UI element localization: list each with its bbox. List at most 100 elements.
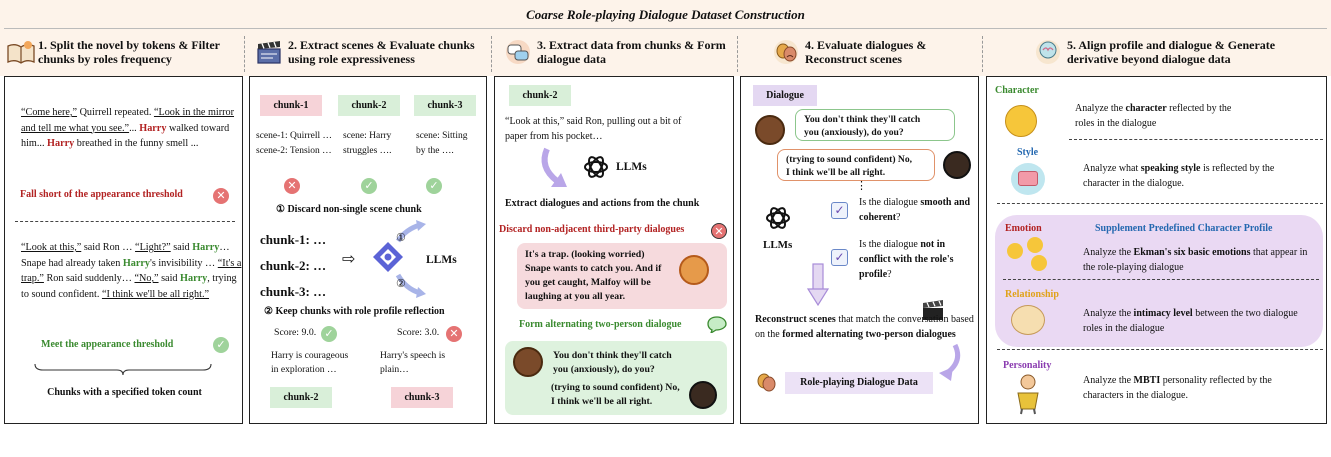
header-separator [244, 36, 245, 72]
personality-text: Analyze the MBTI personality reflected b… [1083, 375, 1272, 401]
relationship-text: Analyze the intimacy level between the t… [1083, 308, 1298, 334]
llms-label: LLMs [426, 254, 457, 266]
supplement-label: Supplement Predefined Character Profile [1095, 223, 1273, 234]
accept-icon: ✓ [426, 178, 442, 194]
step3-header: 3. Extract data from chunks & Form dialo… [537, 38, 726, 66]
personality-label: Personality [1003, 360, 1052, 371]
arrow-right-icon: ⇨ [342, 249, 356, 268]
harry-avatar [689, 381, 717, 409]
accept-icon: ✓ [213, 337, 229, 353]
header-banner [0, 0, 1331, 76]
person-icon [1017, 374, 1039, 415]
book-icon [7, 41, 35, 64]
extract-dialogues-label: Extract dialogues and actions from the c… [505, 198, 700, 209]
panel-evaluate-dialogues: Dialogue You don't think they'll catch y… [740, 76, 979, 424]
step4-header: 4. Evaluate dialogues & Reconstruct scen… [805, 38, 927, 66]
panel-extract-dialogue: chunk-2 “Look at this,” said Ron, pullin… [494, 76, 734, 424]
score-left: Score: 9.0. [274, 327, 317, 338]
section-divider [15, 221, 235, 222]
harry-avatar [943, 151, 971, 179]
section-divider [1003, 279, 1319, 280]
emoji-icon [1007, 243, 1023, 259]
step2-header: 2. Extract scenes & Evaluate chunks usin… [288, 38, 475, 66]
speech-bubble-icon [707, 316, 727, 333]
chunk-3-scene: scene: Sitting by the …. [416, 131, 468, 156]
header-separator [491, 36, 492, 72]
down-arrow-icon [807, 263, 829, 307]
reject-icon: ✕ [446, 326, 462, 342]
llms-label: LLMs [763, 239, 793, 251]
step-2-marker: ② [396, 278, 406, 290]
reason-left: Harry is courageous in exploration … [271, 350, 349, 375]
chunk-2-pill: chunk-2 [338, 95, 400, 116]
checkbox-icon: ✓ [831, 202, 848, 219]
header-separator [982, 36, 983, 72]
openai-logo-icon [584, 156, 608, 178]
step5-header: 5. Align profile and dialogue & Generate… [1067, 38, 1276, 66]
chunk-2-scene: scene: Harry struggles …. [343, 131, 392, 156]
reject-icon: ✕ [284, 178, 300, 194]
title-divider [4, 28, 1327, 29]
score-right: Score: 3.0. [397, 327, 440, 338]
cycle-arrows-icon [395, 220, 426, 298]
reason-right: Harry's speech is plain… [380, 350, 446, 375]
relationship-label: Relationship [1005, 289, 1059, 300]
chunk-2-pill: chunk-2 [509, 85, 571, 106]
emotion-text: Analyze the Ekman's six basic emotions t… [1083, 247, 1308, 273]
check-smooth: Is the dialogue smooth and coherent? [859, 197, 971, 223]
panel-align-profile: Character Analyze the character reflecte… [986, 76, 1327, 424]
dialogue-pill: Dialogue [753, 85, 817, 106]
form-two-person-label: Form alternating two-person dialogue [519, 319, 682, 330]
section-divider [997, 203, 1323, 204]
chunk-1-scene-1: scene-1: Quirrell … [256, 131, 332, 141]
figure-title: Coarse Role-playing Dialogue Dataset Con… [526, 7, 805, 22]
speech-icon [1011, 163, 1045, 195]
chunk-3-pill: chunk-3 [414, 95, 476, 116]
brain-icon [1036, 40, 1060, 64]
chunk-list: chunk-1: … chunk-2: … chunk-3: … [260, 232, 327, 299]
dialogue-bubble-1: You don't think they'll catch you (anxio… [795, 109, 955, 141]
accept-icon: ✓ [361, 178, 377, 194]
character-label: Character [995, 85, 1039, 96]
supplement-profile-block [995, 215, 1323, 347]
section-divider [997, 349, 1323, 350]
ron-avatar [679, 255, 709, 285]
llms-label: LLMs [616, 161, 647, 173]
reject-icon: ✕ [213, 188, 229, 204]
emoji-icon [1027, 237, 1043, 253]
kept-chunk-pill: chunk-2 [270, 387, 332, 408]
novel-excerpt-1: “Come here,” Quirrell repeated. “Look in… [21, 107, 235, 149]
curved-arrow-icon [541, 147, 567, 187]
fail-threshold-label: Fall short of the appearance threshold [20, 189, 183, 200]
chunk-1-pill: chunk-1 [260, 95, 322, 116]
chunk-1-scene-2: scene-2: Tension … [256, 146, 332, 156]
dropped-chunk-pill: chunk-3 [391, 387, 453, 408]
style-label: Style [1017, 147, 1039, 158]
relationship-icon [1011, 305, 1045, 335]
discard-multi-scene-label: ① Discard non-single scene chunk [276, 204, 422, 215]
brace-icon [34, 363, 212, 376]
panel-split-novel: “Come here,” Quirrell repeated. “Look in… [4, 76, 243, 424]
discard-third-party-label: Discard non-adjacent third-party dialogu… [499, 224, 685, 235]
header-separator [737, 36, 738, 72]
theater-masks-icon [774, 40, 798, 64]
chunks-footer: Chunks with a specified token count [47, 387, 202, 398]
chunk-quote: “Look at this,” said Ron, pulling out a … [505, 116, 682, 142]
panel-extract-scenes: chunk-1 chunk-2 chunk-3 scene-1: Quirrel… [249, 76, 487, 424]
step-1-marker: ① [396, 232, 406, 244]
chat-bubbles-icon [506, 40, 530, 64]
style-text: Analyze what speaking style is reflected… [1083, 163, 1275, 189]
theater-masks-icon [757, 373, 776, 392]
accept-icon: ✓ [321, 326, 337, 342]
hermione-avatar [513, 347, 543, 377]
reconstruct-text: Reconstruct scenes that match the conver… [755, 314, 974, 340]
checkbox-icon: ✓ [831, 249, 848, 266]
step1-header: 1. Split the novel by tokens & Filter ch… [38, 38, 220, 66]
ellipsis-icon: ⋮ [856, 180, 867, 192]
reject-icon: ✕ [711, 223, 727, 239]
chunk-1-scenes: scene-1: Quirrell … scene-2: Tension … [256, 129, 332, 159]
hermione-avatar [755, 115, 785, 145]
roleplay-data-output: Role-playing Dialogue Data [785, 372, 933, 394]
check-consistency: Is the dialogue not in conflict with the… [859, 239, 954, 280]
emoji-icon [1031, 255, 1047, 271]
